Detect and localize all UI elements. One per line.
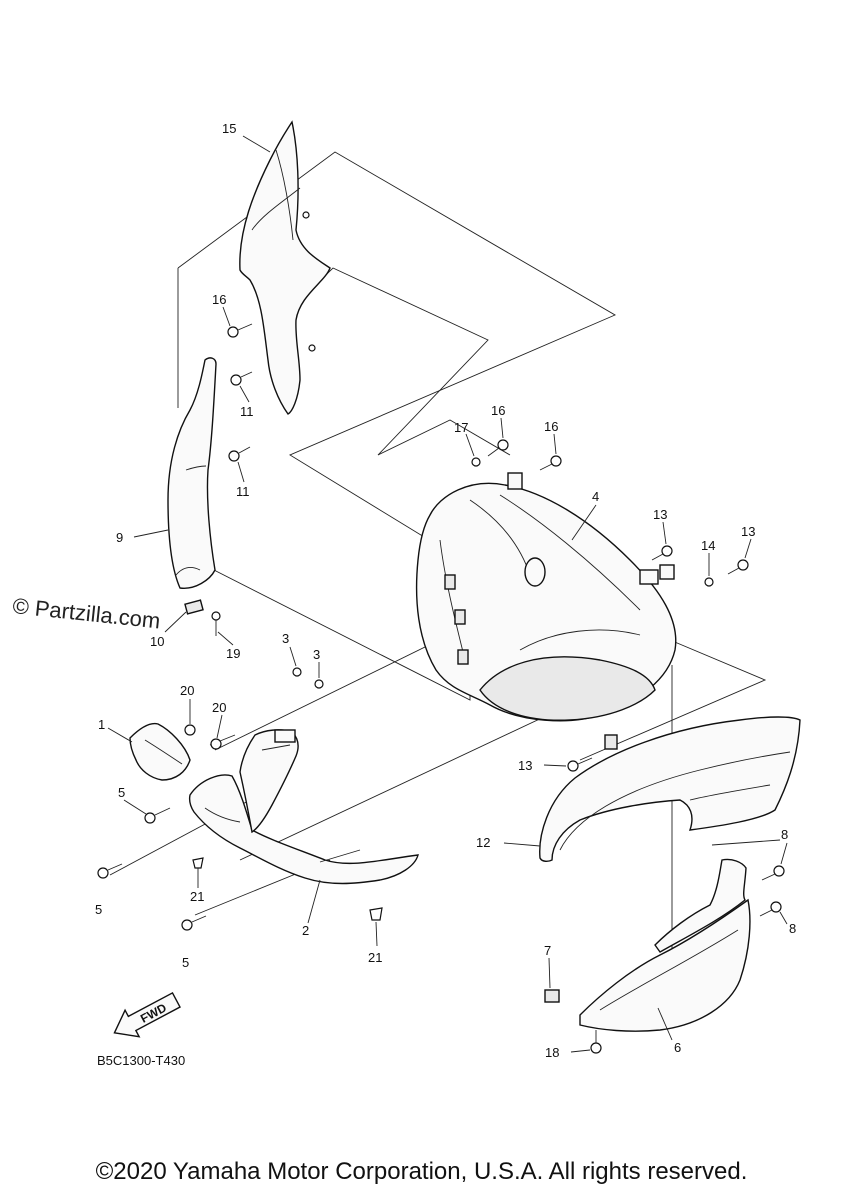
callout[interactable]: 8 (781, 827, 788, 842)
callout[interactable]: 5 (182, 955, 189, 970)
callout[interactable]: 20 (180, 683, 194, 698)
callout[interactable]: 13 (653, 507, 667, 522)
callout[interactable]: 13 (518, 758, 532, 773)
callout[interactable]: 13 (741, 524, 755, 539)
callout[interactable]: 9 (116, 530, 123, 545)
callout[interactable]: 20 (212, 700, 226, 715)
fwd-arrow-icon: FWD (113, 991, 181, 1038)
leader-lines (107, 135, 788, 1053)
part-9-inner-bracket[interactable] (167, 357, 217, 615)
callout[interactable]: 4 (592, 489, 599, 504)
parts-diagram: 15 16 11 11 9 10 19 3 3 20 20 1 5 5 5 21… (11, 120, 801, 1068)
callout[interactable]: 11 (236, 484, 250, 499)
fasteners (97, 323, 785, 1054)
callout[interactable]: 14 (701, 538, 715, 553)
callout[interactable]: 8 (789, 921, 796, 936)
part-6-lower-side-panel[interactable] (544, 858, 751, 1032)
callout[interactable]: 7 (544, 943, 551, 958)
callout[interactable]: 3 (313, 647, 320, 662)
part-2-under-cowl[interactable] (188, 729, 419, 885)
part-1-side-cover[interactable] (129, 722, 191, 781)
callout[interactable]: 21 (190, 889, 204, 904)
callout[interactable]: 11 (240, 404, 254, 419)
callout-numbers: 15 16 11 11 9 10 19 3 3 20 20 1 5 5 5 21… (95, 121, 796, 1060)
callout[interactable]: 16 (491, 403, 505, 418)
callout[interactable]: 5 (118, 785, 125, 800)
callout[interactable]: 5 (95, 902, 102, 917)
callout[interactable]: 12 (476, 835, 490, 850)
callout[interactable]: 2 (302, 923, 309, 938)
callout[interactable]: 10 (150, 634, 164, 649)
partzilla-watermark: © Partzilla.com (11, 593, 161, 633)
part-12-cowl-frame[interactable] (539, 716, 801, 863)
callout[interactable]: 18 (545, 1045, 559, 1060)
callout[interactable]: 16 (212, 292, 226, 307)
callout[interactable]: 19 (226, 646, 240, 661)
callout[interactable]: 16 (544, 419, 558, 434)
callout[interactable]: 1 (98, 717, 105, 732)
callout[interactable]: 17 (454, 420, 468, 435)
callout[interactable]: 3 (282, 631, 289, 646)
callout[interactable]: 6 (674, 1040, 681, 1055)
part-4-headlight-assembly[interactable] (415, 472, 677, 722)
callout[interactable]: 21 (368, 950, 382, 965)
part-15-side-panel[interactable] (239, 120, 331, 415)
diagram-code: B5C1300-T430 (97, 1053, 185, 1068)
callout[interactable]: 15 (222, 121, 236, 136)
copyright-footer: ©2020 Yamaha Motor Corporation, U.S.A. A… (95, 1158, 748, 1185)
